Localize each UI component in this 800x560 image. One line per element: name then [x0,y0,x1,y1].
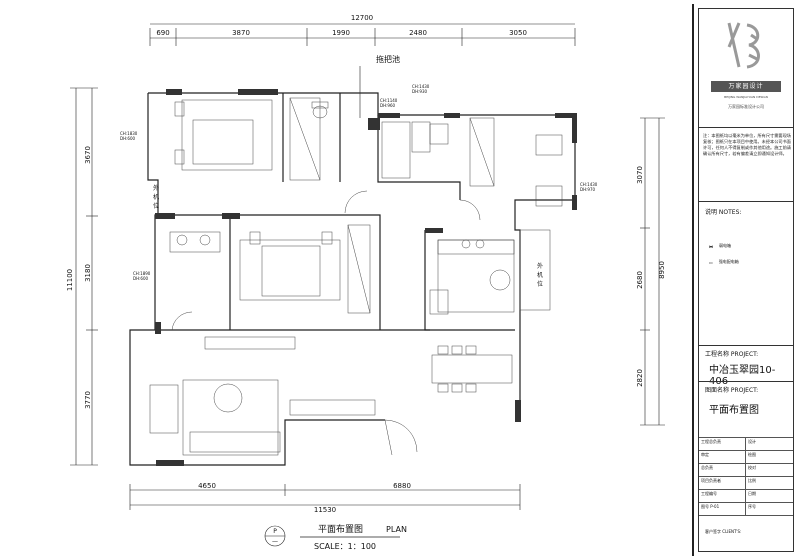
dim-top-5: 3050 [509,29,527,37]
ac-note-1b: DH:600 [120,136,136,141]
plan-scale: SCALE：1：100 [314,542,376,551]
drawing-label: 图面名称 PROJECT: [705,387,759,394]
dim-bottom-2: 6880 [393,482,411,490]
badge-bottom: — [272,538,278,545]
weak-box-icon: ⧓ [709,243,713,249]
legend-weak: ⧓弱电箱 [709,243,731,249]
floor-plan: 12700 690 3870 1990 2480 3050 4650 6880 … [66,4,694,556]
logo-area: 万家园设计 BEIJING WANJIAYUAN DESIGN 万家园标准设计公… [699,9,793,128]
strong-box-icon: ▭ [709,259,713,265]
outdoor-unit-2c: 位 [537,280,543,288]
notes-label: 说明 NOTES: [705,209,742,216]
dim-left-3: 3770 [84,391,92,409]
dim-bottom-1: 4650 [198,482,216,490]
signoff-grid: 工程总负责设计 审定绘图 总负责校对 项目负责者比例 工程编号日期 图号 P-0… [699,437,793,516]
design-notes: 注：本图纸均以毫米为单位，所有尺寸需要现场复核；图纸只在本项目中使用。未经本公司… [703,133,791,156]
dim-top-2: 3870 [232,29,250,37]
ac-note-5b: DH:600 [133,276,149,281]
dim-left-total: 11100 [66,269,74,291]
dim-right-total: 8950 [658,261,666,279]
ac-note-3a: CH:1430 [412,84,430,89]
plan-title-en: PLAN [386,525,407,534]
dim-top-total: 12700 [351,14,373,22]
ac-note-3b: DH:930 [412,89,428,94]
dim-right-1: 3070 [636,166,644,184]
badge-top: P [273,528,277,535]
legend-strong: ▭强电配电箱 [709,259,739,265]
dim-right-3: 2820 [636,369,644,387]
dim-right-2: 2680 [636,271,644,289]
dim-top-3: 1990 [332,29,350,37]
ac-note-2b: DH:960 [380,103,396,108]
ac-note-2a: CH:1140 [380,98,398,103]
dim-left-2: 3180 [84,264,92,282]
dim-bottom-total: 11530 [314,506,336,514]
ac-note-1a: CH:1830 [120,131,138,136]
brand-logo-icon [727,22,760,69]
ac-note-4b: DH:970 [580,187,596,192]
brand-name: 万家园设计 [711,81,781,92]
outdoor-unit-1b: 机 [153,193,159,201]
outdoor-unit-1c: 位 [153,202,159,210]
ac-note-5a: CH:1890 [133,271,151,276]
dim-top-4: 2480 [409,29,427,37]
dim-top-1: 690 [156,29,169,37]
title-block: 万家园设计 BEIJING WANJIAYUAN DESIGN 万家园标准设计公… [698,8,794,552]
project-name: 中冶玉翠园10-406 [709,365,776,387]
outdoor-unit-2b: 机 [537,271,543,279]
dim-left-1: 3670 [84,146,92,164]
ac-note-4a: CH:1430 [580,182,598,187]
company-name: 万家园标准设计公司 [728,104,764,109]
client-signature: 客户签字 CLIENT'S: [705,529,742,534]
drawing-name: 平面布置图 [709,405,759,416]
project-label: 工程名称 PROJECT: [705,351,759,358]
mop-pool-label: 拖把池 [376,54,400,64]
plan-title: 平面布置图 [318,523,363,535]
outdoor-unit-2a: 外 [537,262,543,270]
brand-line: BEIJING WANJIAYUAN DESIGN [724,95,768,99]
outdoor-unit-1a: 外 [153,184,159,192]
